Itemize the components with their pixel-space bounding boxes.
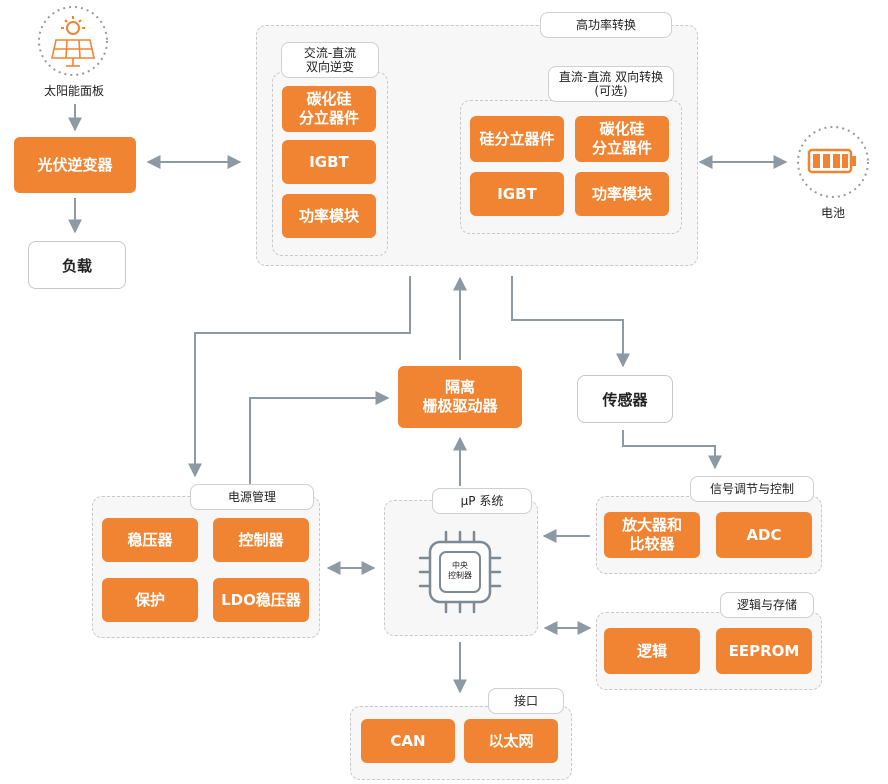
adc-box: ADC: [716, 512, 812, 558]
dc-dc-label: 直流-直流 双向转换 (可选): [548, 66, 674, 102]
arrow-highpower-to-powermgmt: [188, 276, 411, 478]
arrow-sensor-to-signal: [622, 430, 722, 470]
controller-box: 控制器: [213, 518, 309, 562]
solar-panel-label: 太阳能面板: [43, 84, 104, 98]
solar-panel-icon: [36, 4, 110, 78]
ethernet-box: 以太网: [464, 719, 558, 763]
ac-dc-label: 交流-直流 双向逆变: [281, 42, 379, 78]
cpu-chip-label: 中央 控制器: [448, 561, 472, 580]
dc-dc-power-module: 功率模块: [575, 172, 669, 216]
battery-icon: [795, 124, 871, 200]
high-power-conversion-label: 高功率转换: [540, 12, 672, 38]
dc-dc-igbt: IGBT: [470, 172, 564, 216]
dc-dc-sic-discrete: 碳化硅 分立器件: [575, 116, 669, 162]
interface-label: 接口: [488, 688, 564, 714]
ac-dc-sic-discrete: 碳化硅 分立器件: [282, 86, 376, 132]
logic-box: 逻辑: [604, 628, 700, 674]
arrow-powermgmt-to-driver: [249, 391, 390, 488]
pv-inverter-box: 光伏逆变器: [14, 137, 136, 193]
load-box: 负载: [28, 241, 126, 289]
ac-dc-power-module: 功率模块: [282, 194, 376, 238]
amplifier-comparator-box: 放大器和 比较器: [604, 512, 700, 558]
isolated-gate-driver-box: 隔离 栅极驱动器: [398, 366, 522, 428]
mcu-system-label: µP 系统: [432, 488, 532, 514]
arrow-highpower-to-sensor: [511, 276, 630, 368]
voltage-regulator-box: 稳压器: [102, 518, 198, 562]
eeprom-box: EEPROM: [716, 628, 812, 674]
signal-conditioning-label: 信号调节与控制: [690, 476, 814, 502]
cpu-chip-icon: [414, 526, 506, 618]
sensor-box: 传感器: [577, 375, 673, 423]
dc-dc-si-discrete: 硅分立器件: [470, 116, 564, 162]
battery-label: 电池: [820, 206, 845, 220]
ldo-regulator-box: LDO稳压器: [213, 578, 309, 622]
power-management-label: 电源管理: [190, 484, 314, 510]
logic-storage-label: 逻辑与存储: [720, 592, 814, 618]
ac-dc-igbt: IGBT: [282, 140, 376, 184]
can-box: CAN: [361, 719, 455, 763]
protection-box: 保护: [102, 578, 198, 622]
